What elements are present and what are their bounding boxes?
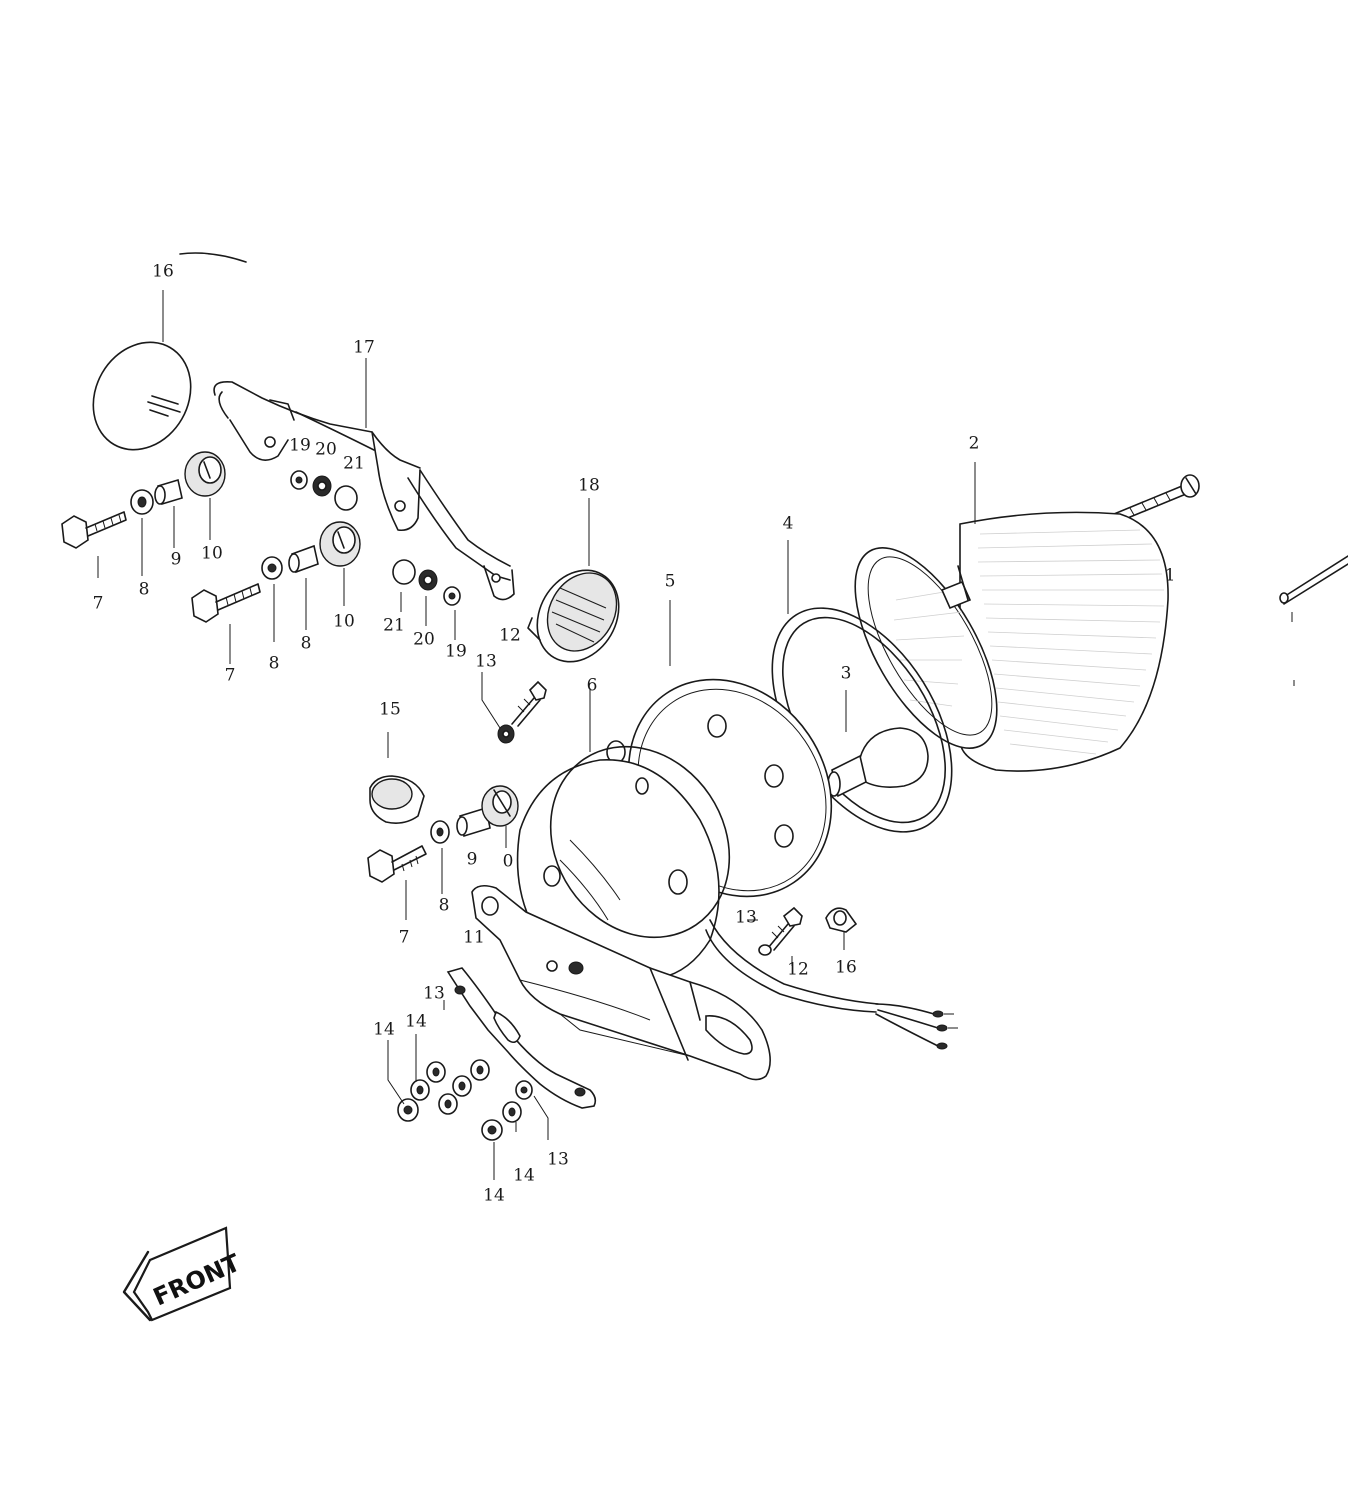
- nut-part-14-g: [481, 1119, 503, 1180]
- plug-part-15: [369, 732, 425, 824]
- callout-9-lower: 8: [300, 633, 312, 654]
- reflector-part-18: [527, 498, 620, 663]
- callout-3: 3: [840, 663, 852, 684]
- callout-9-upper: 9: [170, 549, 182, 570]
- collar-part-9-upper: [154, 478, 183, 548]
- washer-part-8-upper: [130, 489, 154, 576]
- callout-13-lower: 13: [547, 1149, 569, 1170]
- callout-10-upper: 10: [201, 543, 223, 564]
- license-bracket-part-11: [471, 884, 771, 1081]
- bolt-part-7-upper: [61, 511, 127, 578]
- callout-8-lower: 8: [268, 653, 280, 674]
- washer-part-13-small: [515, 1080, 549, 1140]
- callout-20-upper: 20: [315, 439, 337, 460]
- callout-14-a: 14: [373, 1019, 395, 1040]
- callout-7-housing: 7: [398, 927, 410, 948]
- scan-mark: [179, 252, 247, 263]
- collar-part-9-housing: [456, 806, 491, 838]
- nut-part-19-upper: [290, 470, 308, 490]
- callout-12-upper: 12: [499, 625, 521, 646]
- callout-8-upper: 8: [138, 579, 150, 600]
- nut-part-14-c: [426, 1061, 446, 1083]
- callout-12-housing: 12: [787, 959, 809, 980]
- callout-18: 18: [578, 475, 600, 496]
- callout-6: 6: [586, 675, 598, 696]
- grommet-part-10-housing: [481, 785, 519, 848]
- callout-16-top: 16: [152, 261, 174, 282]
- nut-part-20-upper: [312, 475, 332, 497]
- callout-13-housing: 13: [735, 907, 757, 928]
- callout-1: 1: [1164, 565, 1176, 586]
- screw-part-12-lower: [748, 906, 803, 966]
- callout-7-upper: 7: [92, 593, 104, 614]
- lens-screw-part-1-a: [1113, 474, 1200, 523]
- nut-part-14-e: [452, 1075, 472, 1097]
- license-stay-part-13: [443, 967, 597, 1109]
- washer-part-8-housing: [430, 820, 450, 894]
- nut-part-14-a: [387, 1040, 419, 1122]
- callout-19-lower: 19: [445, 641, 467, 662]
- tail-lamp-lens-part-2: [854, 462, 1169, 772]
- callout-14-c: 14: [513, 1165, 535, 1186]
- washer-part-8-lower: [261, 556, 283, 642]
- callout-14-b: 14: [405, 1011, 427, 1032]
- nut-part-14-d: [438, 1093, 458, 1115]
- callout-10-housing: 0: [502, 851, 514, 872]
- callout-16-housing: 16: [835, 957, 857, 978]
- bolt-part-7-lower: [191, 583, 261, 664]
- callout-14-d: 14: [483, 1185, 505, 1206]
- wire-harness: [705, 919, 958, 1050]
- callout-21-upper: 21: [343, 453, 365, 474]
- lens-screw-part-1-b: [1279, 555, 1348, 686]
- nut-part-14-f: [470, 1059, 490, 1081]
- callout-9-housing: 9: [466, 849, 478, 870]
- callout-15: 15: [379, 699, 401, 720]
- grommet-part-10-upper: [184, 451, 226, 540]
- callout-13-stay: 13: [423, 983, 445, 1004]
- collar-part-9-lower: [288, 544, 319, 630]
- callout-20-lower: 20: [413, 629, 435, 650]
- callout-17: 17: [353, 337, 375, 358]
- front-direction-arrow: FRONT: [122, 1226, 245, 1322]
- callout-11: 11: [463, 927, 485, 948]
- bolt-part-7-housing: [367, 845, 427, 920]
- callout-13-upper: 13: [475, 651, 497, 672]
- nut-part-20-lower: [418, 569, 438, 626]
- callout-8-housing: 8: [438, 895, 450, 916]
- callout-19-upper: 19: [289, 435, 311, 456]
- callout-2: 2: [968, 433, 980, 454]
- callout-7-lower: 7: [224, 665, 236, 686]
- callout-4: 4: [782, 513, 794, 534]
- nut-part-14-b: [410, 1034, 430, 1101]
- callout-21-lower: 21: [383, 615, 405, 636]
- cap-nut-part-21-upper: [334, 485, 358, 511]
- nut-part-14-h: [502, 1101, 522, 1132]
- callout-5: 5: [664, 571, 676, 592]
- nut-part-13-upper: [481, 672, 515, 744]
- washer-part-19-lower: [443, 586, 461, 640]
- mounting-bracket-part-17: [213, 358, 515, 601]
- cap-part-16-lower: [825, 907, 858, 950]
- reflector-disc-part-16: [92, 290, 192, 451]
- cap-nut-part-21-lower: [392, 559, 416, 612]
- screw-part-12-upper: [511, 680, 547, 727]
- grommet-part-10-lower: [319, 521, 361, 606]
- callout-10-lower: 10: [333, 611, 355, 632]
